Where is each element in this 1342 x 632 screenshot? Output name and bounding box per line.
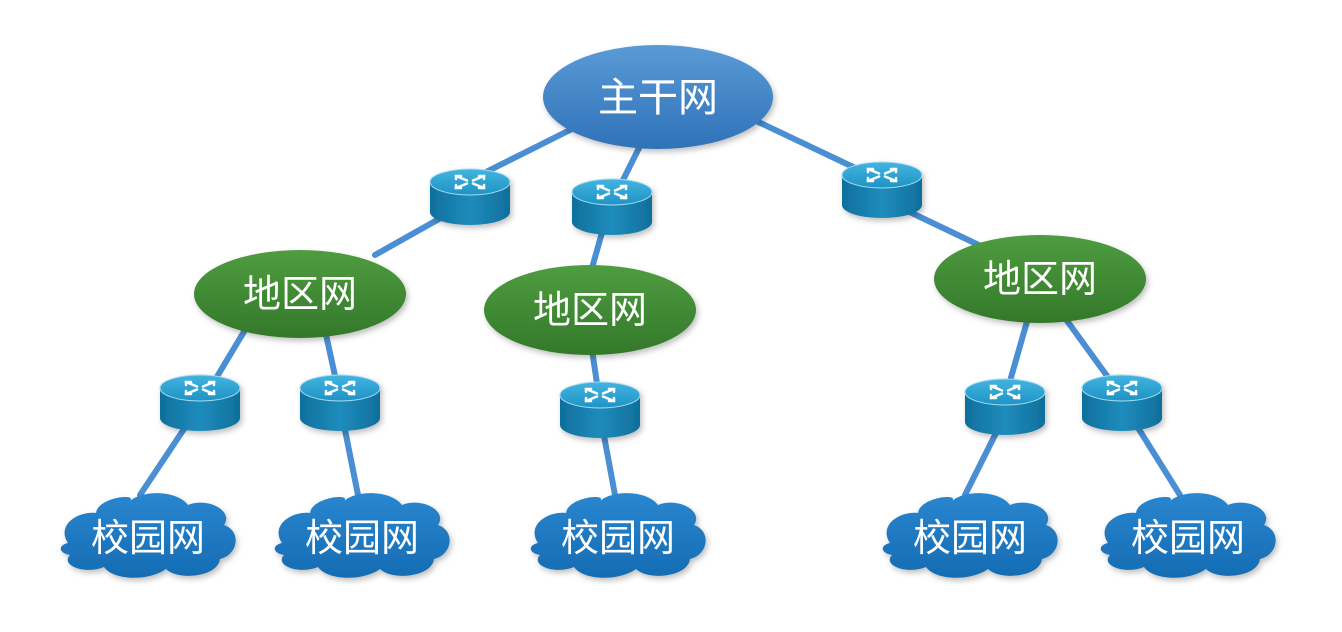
campus-cloud: 校园网 <box>60 493 236 578</box>
link-region-3-router-8 <box>1062 315 1113 383</box>
link-router-4-campus-1 <box>137 417 193 498</box>
router-icon <box>429 168 511 225</box>
link-backbone-router-3 <box>747 115 873 178</box>
cloud-shape <box>60 493 236 578</box>
router-top <box>299 374 381 402</box>
router-arrows <box>324 380 356 396</box>
router-arrows <box>1106 380 1138 396</box>
router-icon <box>964 378 1046 435</box>
router-top <box>841 161 923 189</box>
router-top <box>159 374 241 402</box>
region-ellipse <box>934 235 1146 323</box>
router-icon <box>571 178 653 235</box>
cloud-shape <box>530 493 706 578</box>
link-region-1-router-4 <box>209 322 251 388</box>
router-icon <box>559 381 641 438</box>
router-arrows <box>454 174 486 190</box>
router-top <box>1081 374 1163 402</box>
router-arrows <box>989 384 1021 400</box>
router-arrows <box>596 184 628 200</box>
region-label: 地区网 <box>983 257 1097 301</box>
router-arrows <box>866 167 898 183</box>
router-arrows <box>584 387 616 403</box>
link-region-3-router-7 <box>1005 315 1031 391</box>
region-label: 地区网 <box>533 288 647 332</box>
campus-cloud: 校园网 <box>530 493 706 578</box>
campus-cloud: 校园网 <box>1100 493 1276 578</box>
router-arrows <box>184 380 216 396</box>
region-ellipse <box>484 265 696 355</box>
region-node-1: 地区网 <box>194 250 406 338</box>
backbone-ellipse <box>543 45 773 149</box>
backbone-label: 主干网 <box>598 75 718 121</box>
campus-label: 校园网 <box>913 516 1027 560</box>
router-top <box>571 178 653 206</box>
router-icon <box>299 374 381 431</box>
region-label: 地区网 <box>243 272 357 316</box>
campus-label: 校园网 <box>1131 516 1245 560</box>
router-icon <box>159 374 241 431</box>
campus-label: 校园网 <box>305 516 419 560</box>
router-icon <box>1081 374 1163 431</box>
cloud-shape <box>882 493 1058 578</box>
router-icon <box>841 161 923 218</box>
cloud-shape <box>1100 493 1276 578</box>
region-node-2: 地区网 <box>484 265 696 355</box>
campus-label: 校园网 <box>561 516 675 560</box>
router-top <box>429 168 511 196</box>
router-top <box>559 381 641 409</box>
region-ellipse <box>194 250 406 338</box>
campuses: 校园网 校园网 校园网 校园网 校园网 <box>60 493 1276 578</box>
cloud-shape <box>274 493 450 578</box>
routers <box>159 161 1163 438</box>
campus-cloud: 校园网 <box>882 493 1058 578</box>
link-router-7-campus-4 <box>962 422 1003 498</box>
campus-cloud: 校园网 <box>274 493 450 578</box>
backbone-node: 主干网 <box>543 45 773 149</box>
region-node-3: 地区网 <box>934 235 1146 323</box>
link-router-5-campus-2 <box>340 417 361 498</box>
router-top <box>964 378 1046 406</box>
campus-label: 校园网 <box>91 516 205 560</box>
